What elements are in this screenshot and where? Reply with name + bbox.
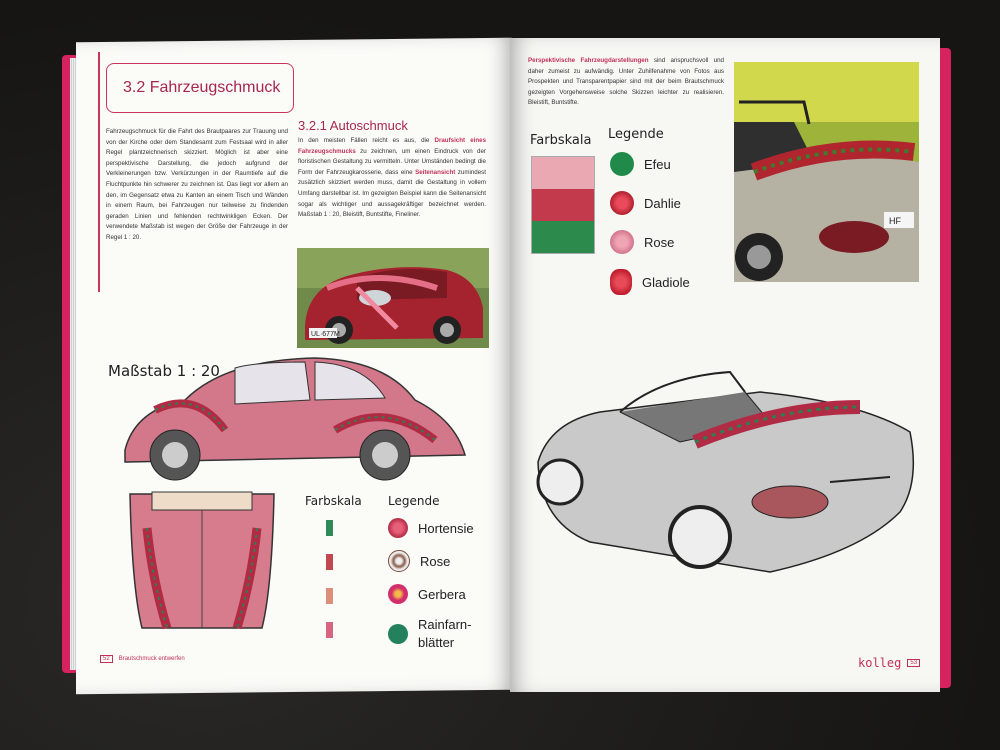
scale-label: Maßstab 1 : 20 bbox=[108, 362, 220, 380]
rose-icon bbox=[388, 550, 410, 572]
beetle-top-drawing bbox=[122, 488, 282, 638]
subsection-title: 3.2.1 Autoschmuck bbox=[298, 118, 408, 133]
legend-item: Efeu bbox=[610, 152, 690, 176]
right-footer: kolleg 53 bbox=[858, 656, 921, 670]
legend-right: Efeu Dahlie Rose Gladiole bbox=[610, 152, 690, 295]
swatch-green bbox=[326, 520, 333, 536]
intro-paragraph: Fahrzeugschmuck für die Fahrt des Brautp… bbox=[106, 128, 288, 241]
legende-label-left: Legende bbox=[388, 494, 440, 508]
swatch-green bbox=[532, 221, 594, 253]
legend-item: Gladiole bbox=[610, 269, 690, 295]
legend-item: Dahlie bbox=[610, 191, 690, 215]
page-stack bbox=[70, 58, 80, 670]
right-page-number: 53 bbox=[907, 659, 921, 667]
swatch-pink bbox=[326, 622, 333, 638]
swatch-red bbox=[326, 554, 333, 570]
photo-red-beetle: UL·677M bbox=[297, 248, 489, 348]
farbskala-right bbox=[531, 156, 595, 254]
legend-item: Hortensie bbox=[388, 518, 474, 538]
swatch-red bbox=[532, 189, 594, 221]
farbskala-label-right: Farbskala bbox=[530, 133, 592, 148]
left-footer-text: Brautschmuck entwerfen bbox=[118, 656, 185, 662]
brand-logo: kolleg bbox=[858, 656, 902, 670]
legend-item: Rose bbox=[610, 230, 690, 254]
convertible-perspective-drawing bbox=[530, 352, 920, 582]
swatch-pink bbox=[532, 157, 594, 189]
gladiole-icon bbox=[610, 269, 632, 295]
left-page-number: 52 bbox=[100, 655, 113, 663]
legend-item: Rainfarn- blätter bbox=[388, 616, 474, 652]
left-footer: 52 Brautschmuck entwerfen bbox=[100, 655, 185, 663]
swatch-salmon bbox=[326, 588, 333, 604]
sub-paragraph: In den meisten Fällen reicht es aus, die… bbox=[298, 137, 487, 219]
legend-item: Gerbera bbox=[388, 584, 474, 604]
legend-item: Rose bbox=[388, 550, 474, 572]
beetle-side-drawing bbox=[115, 350, 475, 500]
hortensie-icon bbox=[388, 518, 408, 538]
photo-plate-right: HF bbox=[889, 216, 901, 226]
efeu-icon bbox=[610, 152, 634, 176]
gerbera-icon bbox=[388, 584, 408, 604]
dahlie-icon bbox=[610, 191, 634, 215]
legende-label-right: Legende bbox=[608, 127, 664, 142]
section-title: 3.2 Fahrzeugschmuck bbox=[106, 63, 294, 113]
farbskala-label-left: Farbskala bbox=[305, 494, 362, 508]
rainfarn-icon bbox=[388, 624, 408, 644]
legend-left: Hortensie Rose Gerbera Rainfarn- blätter bbox=[388, 518, 474, 652]
left-accent-bar bbox=[98, 52, 100, 292]
rose-icon bbox=[610, 230, 634, 254]
right-paragraph: Perspektivische Fahrzeugdarstellungen si… bbox=[528, 57, 724, 107]
photo-convertible: HF bbox=[734, 62, 919, 282]
photo-plate-left: UL·677M bbox=[311, 331, 340, 338]
farbskala-left bbox=[326, 520, 333, 638]
